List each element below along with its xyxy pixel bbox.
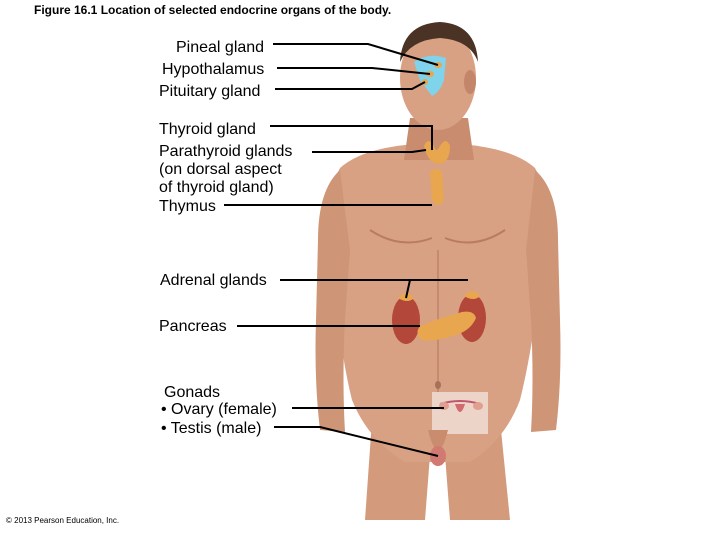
label-adrenal-glands: Adrenal glands — [160, 272, 267, 289]
label-ovary: • Ovary (female) — [161, 401, 277, 418]
ovary-inset — [432, 392, 488, 434]
label-pancreas: Pancreas — [159, 318, 227, 335]
leader-lines — [224, 43, 468, 457]
label-gonads: Gonads — [164, 384, 221, 401]
label-hypothalamus: Hypothalamus — [162, 61, 265, 78]
label-parathyroid-note-2: of thyroid gland) — [159, 179, 274, 196]
label-parathyroid-glands: Parathyroid glands — [159, 143, 293, 160]
copyright-notice: © 2013 Pearson Education, Inc. — [6, 516, 120, 525]
body-silhouette — [315, 22, 561, 520]
thyroid-gland — [424, 141, 450, 164]
label-pineal-gland: Pineal gland — [176, 39, 265, 56]
label-thyroid-gland: Thyroid gland — [159, 121, 256, 138]
figure-title: Figure 16.1 Location of selected endocri… — [34, 3, 392, 17]
pancreas — [417, 311, 476, 341]
label-parathyroid-note-1: (on dorsal aspect — [159, 161, 282, 178]
label-pituitary-gland: Pituitary gland — [159, 83, 261, 100]
thymus — [430, 169, 444, 205]
label-thymus: Thymus — [159, 198, 216, 215]
label-testis: • Testis (male) — [161, 420, 262, 437]
